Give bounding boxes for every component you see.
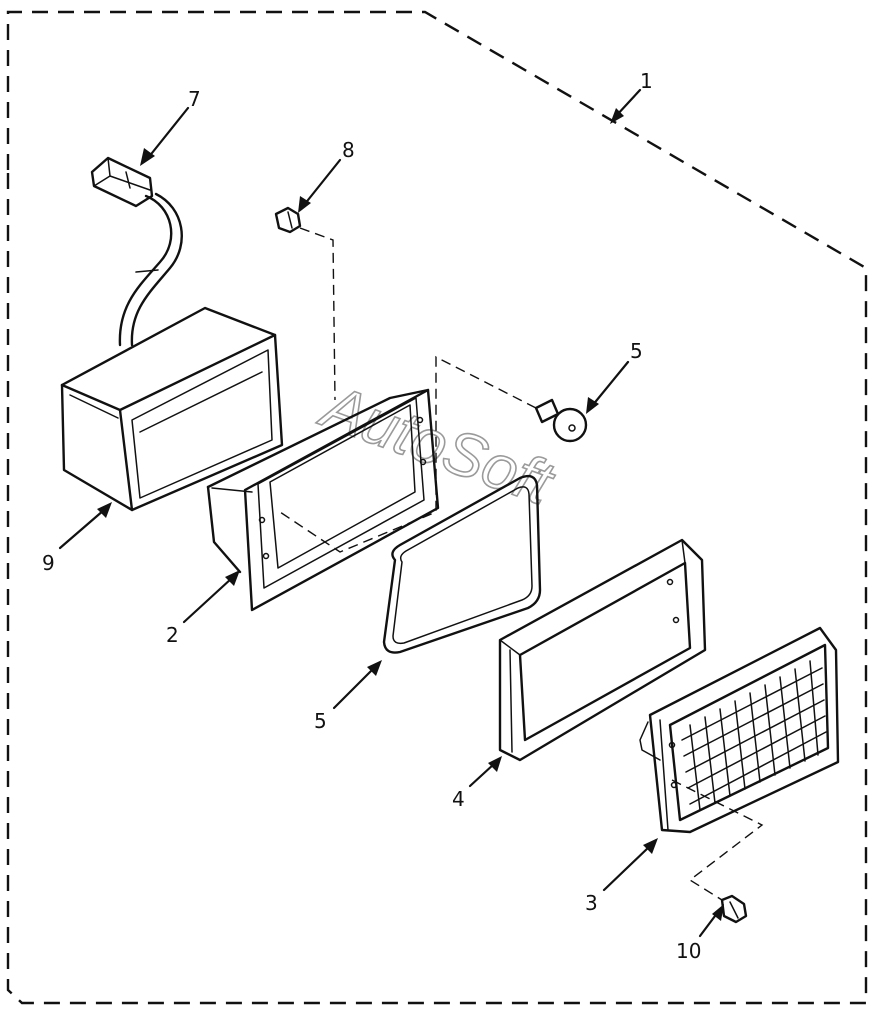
bulb bbox=[534, 398, 588, 443]
callout-labels: 1 7 8 5 9 2 5 4 3 10 bbox=[42, 69, 701, 963]
alignment-leaders bbox=[279, 227, 764, 901]
callout-8: 8 bbox=[342, 138, 355, 162]
wiring-connector bbox=[90, 156, 183, 347]
lens-assembly bbox=[639, 626, 840, 834]
callout-arrows bbox=[58, 88, 724, 938]
bezel-frame bbox=[498, 538, 707, 762]
callout-2: 2 bbox=[166, 623, 179, 647]
callout-5-bulb: 5 bbox=[630, 339, 643, 363]
mounting-gasket bbox=[206, 388, 440, 612]
lens-mesh bbox=[681, 660, 827, 811]
callout-9: 9 bbox=[42, 551, 55, 575]
callout-10: 10 bbox=[676, 939, 701, 963]
callout-4: 4 bbox=[452, 787, 465, 811]
callout-5-seal: 5 bbox=[314, 709, 327, 733]
callout-1: 1 bbox=[640, 69, 653, 93]
callout-3: 3 bbox=[585, 891, 598, 915]
lens-seal bbox=[382, 474, 542, 654]
callout-7: 7 bbox=[188, 87, 201, 111]
screw-bottom bbox=[720, 894, 748, 924]
kit-boundary bbox=[6, 10, 868, 1005]
screw-top bbox=[274, 206, 302, 234]
lamp-housing bbox=[60, 306, 284, 512]
